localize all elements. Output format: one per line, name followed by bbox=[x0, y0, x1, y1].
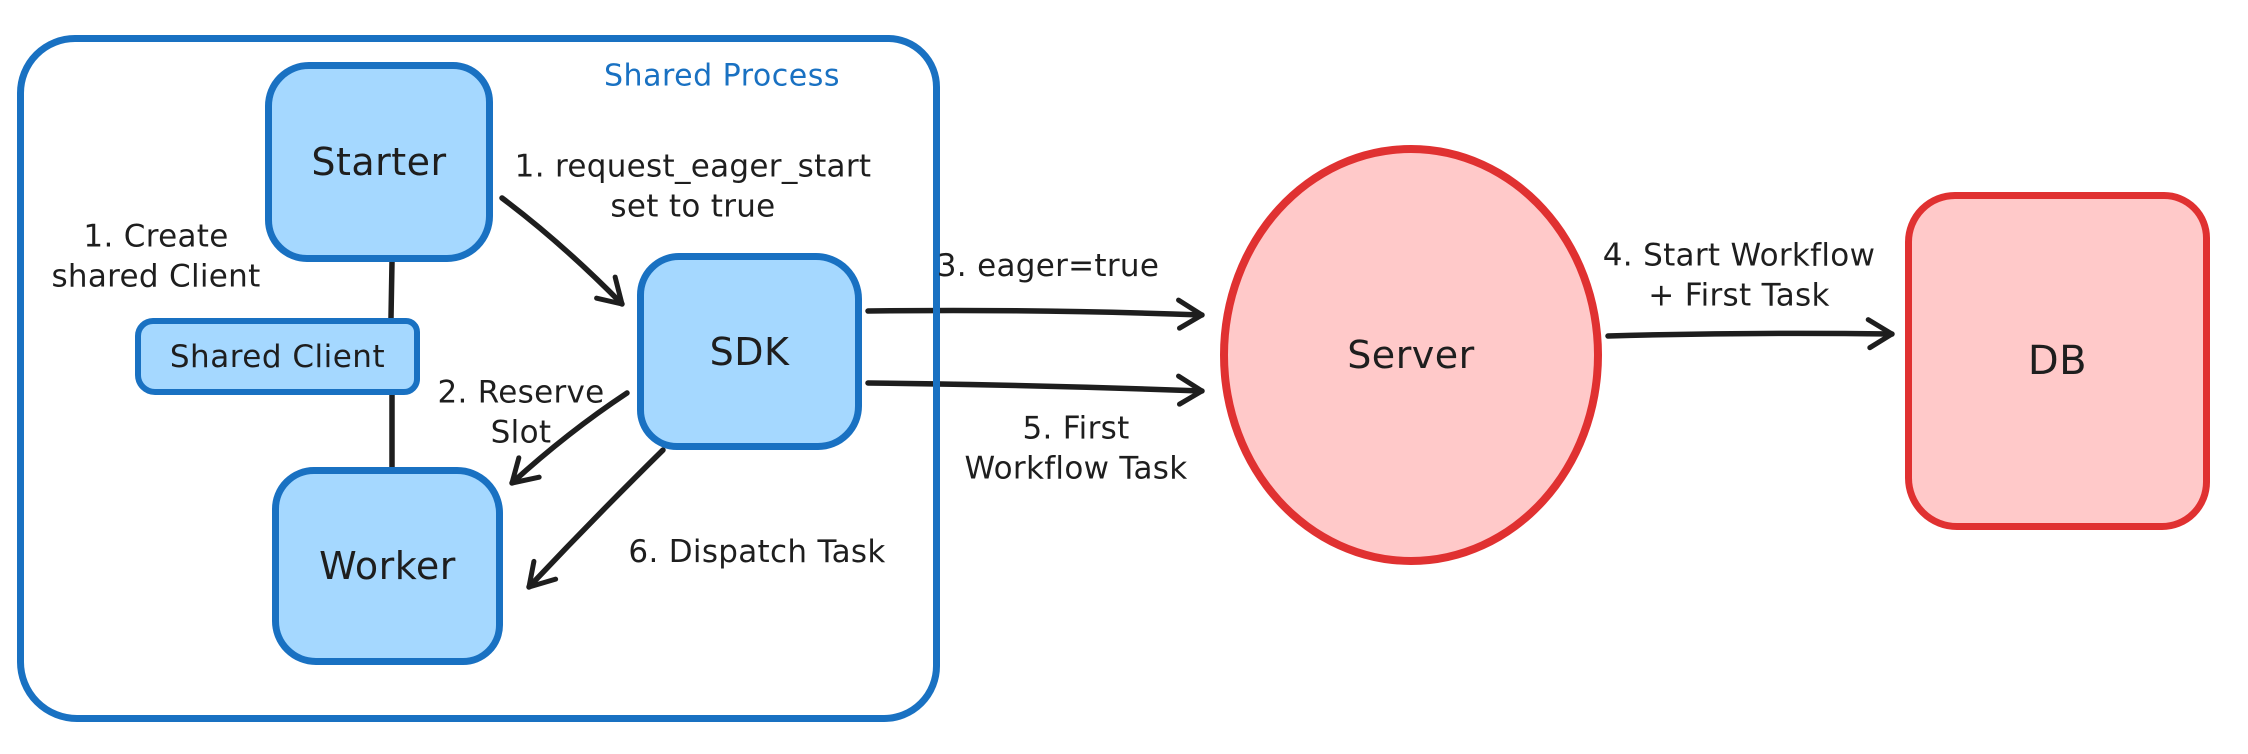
label-create-shared-client: 1. Create shared Client bbox=[51, 218, 261, 295]
label-start-workflow-first-task: 4. Start Workflow + First Task bbox=[1602, 237, 1876, 314]
arrow-starter-to-sdk bbox=[499, 195, 625, 307]
node-starter: Starter bbox=[265, 62, 493, 262]
node-db-label: DB bbox=[2027, 338, 2088, 384]
node-server: Server bbox=[1220, 145, 1602, 565]
arrow-sdk-to-worker-dispatch-task bbox=[526, 447, 666, 590]
shared-process-label: Shared Process bbox=[604, 58, 840, 94]
node-sdk-label: SDK bbox=[709, 329, 790, 374]
node-shared-client-label: Shared Client bbox=[169, 338, 386, 375]
label-dispatch-task: 6. Dispatch Task bbox=[628, 533, 886, 570]
label-request-eager-start: 1. request_eager_start set to true bbox=[514, 148, 872, 225]
label-reserve-slot: 2. Reserve Slot bbox=[437, 374, 605, 451]
node-worker-label: Worker bbox=[319, 544, 456, 588]
node-server-label: Server bbox=[1347, 333, 1475, 377]
node-worker: Worker bbox=[272, 467, 503, 665]
shared-process-container bbox=[17, 35, 940, 722]
arrow-server-to-db bbox=[1605, 317, 1895, 351]
arrow-sdk-to-server-first-workflow-task bbox=[865, 373, 1205, 407]
arrow-sdk-to-server-eager bbox=[865, 297, 1205, 331]
node-shared-client: Shared Client bbox=[135, 318, 420, 395]
node-sdk: SDK bbox=[637, 253, 862, 450]
line-starter-shared-client bbox=[388, 259, 395, 321]
node-db: DB bbox=[1905, 192, 2210, 530]
arrow-sdk-to-worker-reserve-slot bbox=[509, 390, 630, 486]
label-first-workflow-task: 5. First Workflow Task bbox=[964, 410, 1188, 487]
node-starter-label: Starter bbox=[311, 140, 447, 184]
label-eager-true: 3. eager=true bbox=[936, 247, 1160, 284]
